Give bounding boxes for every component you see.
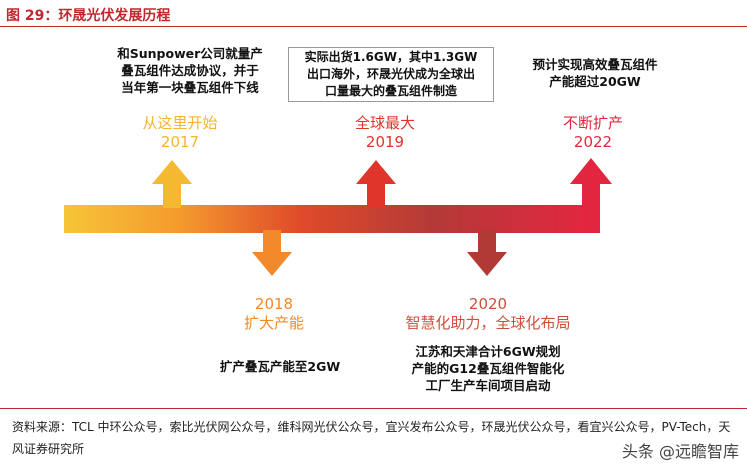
arrow-head-2018 bbox=[252, 230, 292, 276]
arrow-head-2020 bbox=[467, 230, 507, 276]
desc-line: 叠瓦组件达成协议，并于 bbox=[121, 63, 259, 78]
milestone-2020-phase: 智慧化助力，全球化布局 bbox=[405, 314, 571, 332]
milestone-2019-year: 2019 bbox=[365, 133, 405, 151]
milestone-2019-description: 实际出货1.6GW，其中1.3GW 出口海外，环晟光伏成为全球出 口量最大的叠瓦… bbox=[288, 47, 494, 102]
milestone-2020-year: 2020 bbox=[468, 295, 508, 313]
desc-line: 预计实现高效叠瓦组件 bbox=[532, 57, 658, 72]
watermark: 头条 @远瞻智库 bbox=[621, 442, 739, 461]
footer-divider bbox=[0, 408, 747, 409]
arrow-head-2022 bbox=[570, 158, 612, 233]
desc-line: 产能超过20GW bbox=[549, 74, 641, 89]
milestone-2022-phase: 不断扩产 bbox=[562, 114, 623, 132]
milestone-2017-description: 和Sunpower公司就量产 叠瓦组件达成协议，并于 当年第一块叠瓦组件下线 bbox=[100, 45, 280, 96]
desc-line: 当年第一块叠瓦组件下线 bbox=[121, 80, 259, 95]
milestone-2020-description: 江苏和天津合计6GW规划 产能的G12叠瓦组件智能化 工厂生产车间项目启动 bbox=[383, 343, 593, 394]
desc-line: 口量最大的叠瓦组件制造 bbox=[324, 84, 457, 98]
milestone-2017-year: 2017 bbox=[160, 133, 200, 151]
title-divider bbox=[0, 26, 747, 27]
arrow-head-2017 bbox=[152, 160, 192, 208]
desc-line: 扩产叠瓦产能至2GW bbox=[219, 359, 341, 374]
desc-line: 工厂生产车间项目启动 bbox=[425, 378, 551, 393]
milestone-2017-phase: 从这里开始 bbox=[142, 114, 218, 132]
milestone-2022-description: 预计实现高效叠瓦组件 产能超过20GW bbox=[510, 56, 680, 90]
milestone-2019-phase: 全球最大 bbox=[354, 114, 415, 132]
timeline-band bbox=[64, 205, 582, 233]
desc-line: 实际出货1.6GW，其中1.3GW bbox=[304, 50, 478, 64]
milestone-2018-year: 2018 bbox=[254, 295, 294, 313]
arrow-head-2019 bbox=[356, 160, 396, 208]
source-note: 资料来源：TCL 中环公众号，索比光伏网公众号，维科网光伏公众号，宜兴发布公众号… bbox=[12, 420, 731, 456]
desc-line: 江苏和天津合计6GW规划 bbox=[415, 344, 561, 359]
milestone-2018-description: 扩产叠瓦产能至2GW bbox=[195, 358, 365, 375]
desc-line: 产能的G12叠瓦组件智能化 bbox=[411, 361, 565, 376]
milestone-2022-year: 2022 bbox=[573, 133, 613, 151]
figure-title: 图 29：环晟光伏发展历程 bbox=[6, 8, 171, 24]
desc-line: 出口海外，环晟光伏成为全球出 bbox=[306, 67, 475, 81]
desc-line: 和Sunpower公司就量产 bbox=[117, 46, 263, 61]
milestone-2018-phase: 扩大产能 bbox=[243, 314, 304, 332]
